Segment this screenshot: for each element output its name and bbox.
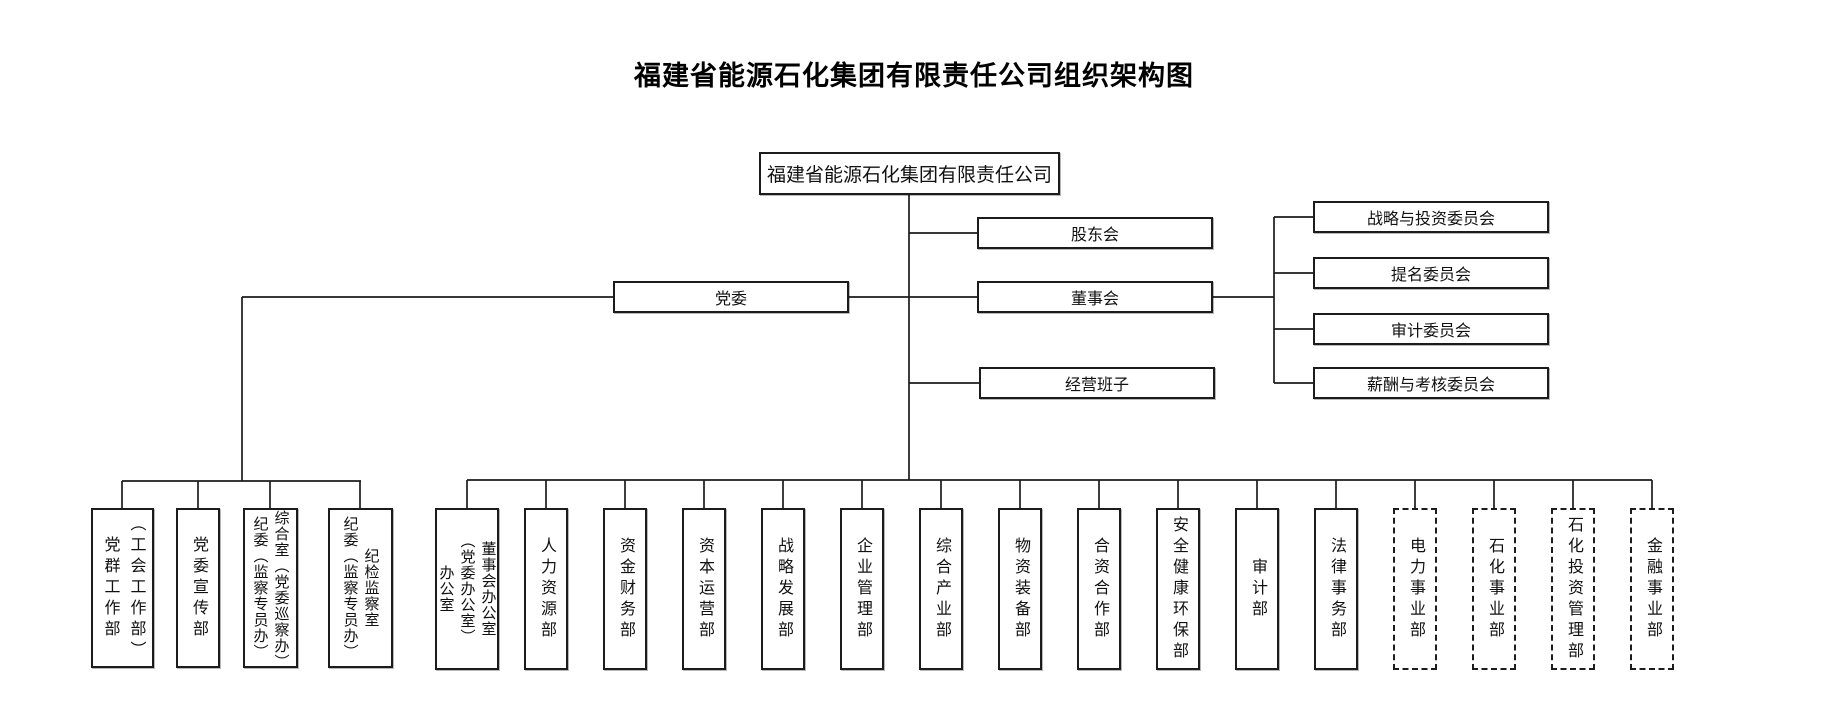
dept-label: 金融事业部 [1644,536,1661,642]
dept-label: 办公室 （党委办公室） 董事会办公室 [437,533,497,645]
dept-label: 企业管理部 [854,536,871,642]
dept-label: 电力事业部 [1407,536,1424,642]
dept-materials-equipment-box: 物资装备部 [998,508,1042,670]
dept-label: 人力资源部 [538,536,555,642]
dept-label: 石化投资管理部 [1565,515,1582,663]
party-dept-discipline-comprehensive-office-box: 纪委（监察专员办） 综合室（党委巡察办） [243,508,298,670]
party-dept-label: 党委宣传部 [190,535,207,641]
party-dept-discipline-inspection-office-box: 纪委（监察专员办） 纪检监察室 [328,508,393,668]
dept-audit-box: 审计部 [1235,508,1279,670]
shareholders-meeting-label: 股东会 [1070,227,1119,244]
dept-power-division-box: 电力事业部 [1393,508,1437,670]
dept-strategic-development-box: 战略发展部 [761,508,805,670]
party-committee-box: 党委 [613,281,849,313]
dept-label: 资金财务部 [617,536,634,642]
party-committee-label: 党委 [714,291,747,308]
chart-title: 福建省能源石化集团有限责任公司组织架构图 [634,61,1194,91]
dept-finance-box: 资金财务部 [603,508,647,670]
dept-legal-affairs-box: 法律事务部 [1314,508,1358,670]
party-dept-label: 纪委（监察专员办） 综合室（党委巡察办） [251,510,290,670]
dept-petrochemical-investment-management-box: 石化投资管理部 [1551,508,1595,670]
dept-capital-operations-box: 资本运营部 [682,508,726,670]
dept-label: 法律事务部 [1328,536,1345,642]
party-dept-propaganda-box: 党委宣传部 [176,508,220,668]
dept-joint-venture-cooperation-box: 合资合作部 [1077,508,1121,670]
party-dept-label: 党群工作部 （工会工作部） [101,514,145,662]
dept-label: 审计部 [1249,557,1266,621]
dept-general-office-box: 办公室 （党委办公室） 董事会办公室 [435,508,499,670]
committee-label: 战略与投资委员会 [1366,211,1495,228]
dept-comprehensive-industry-box: 综合产业部 [919,508,963,670]
committee-label: 薪酬与考核委员会 [1366,377,1495,394]
dept-label: 综合产业部 [933,536,950,642]
committee-audit-box: 审计委员会 [1313,313,1549,345]
management-team-box: 经营班子 [979,367,1215,399]
shareholders-meeting-box: 股东会 [977,217,1213,249]
dept-enterprise-management-box: 企业管理部 [840,508,884,670]
root-company-box: 福建省能源石化集团有限责任公司 [759,152,1060,195]
party-dept-label: 纪委（监察专员办） 纪检监察室 [341,516,380,660]
board-of-directors-box: 董事会 [977,281,1213,313]
management-team-label: 经营班子 [1064,377,1129,394]
committee-label: 审计委员会 [1390,323,1471,340]
committee-nomination-box: 提名委员会 [1313,257,1549,289]
party-dept-party-mass-work-box: 党群工作部 （工会工作部） [91,508,154,668]
dept-label: 石化事业部 [1486,536,1503,642]
dept-label: 合资合作部 [1091,536,1108,642]
committee-compensation-assessment-box: 薪酬与考核委员会 [1313,367,1549,399]
dept-label: 安全健康环保部 [1170,515,1187,663]
dept-label: 物资装备部 [1012,536,1029,642]
dept-financial-division-box: 金融事业部 [1630,508,1674,670]
dept-petrochemical-division-box: 石化事业部 [1472,508,1516,670]
root-company-label: 福建省能源石化集团有限责任公司 [766,165,1052,186]
dept-label: 资本运营部 [696,536,713,642]
dept-label: 战略发展部 [775,536,792,642]
committee-strategy-investment-box: 战略与投资委员会 [1313,201,1549,233]
board-of-directors-label: 董事会 [1070,291,1119,308]
committee-label: 提名委员会 [1390,267,1471,284]
dept-human-resources-box: 人力资源部 [524,508,568,670]
dept-safety-health-environment-box: 安全健康环保部 [1156,508,1200,670]
